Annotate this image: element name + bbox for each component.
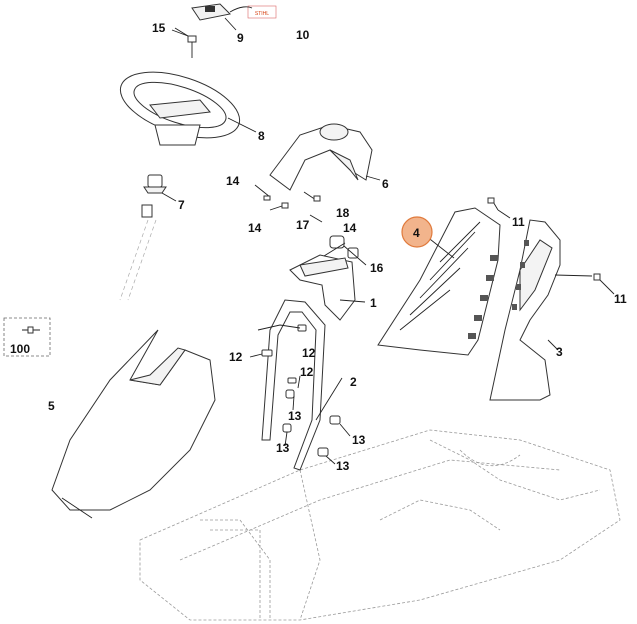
label-9: 9 xyxy=(237,31,244,45)
leader-lines xyxy=(161,17,615,465)
logo-text: STIHL xyxy=(255,11,269,17)
label-13-c: 13 xyxy=(276,441,290,455)
label-100: 100 xyxy=(10,342,30,356)
label-14-a: 14 xyxy=(226,174,240,188)
label-13-a: 13 xyxy=(288,409,302,423)
label-7: 7 xyxy=(178,198,185,212)
label-6: 6 xyxy=(382,177,389,191)
part-15-screw xyxy=(174,27,197,58)
part-12-screws xyxy=(257,324,307,384)
chassis-frame xyxy=(139,429,621,621)
label-1: 1 xyxy=(370,296,377,310)
part-17-bushing xyxy=(329,235,345,249)
part-9-emblem xyxy=(191,3,232,21)
part-6-dash-cover xyxy=(269,123,373,191)
label-14-c: 14 xyxy=(343,221,357,235)
part-4-side-panel xyxy=(377,207,501,356)
label-2: 2 xyxy=(350,375,357,389)
highlight-circle xyxy=(401,216,433,248)
label-15: 15 xyxy=(152,21,166,35)
part-labels: 15 9 10 8 6 7 14 14 18 17 14 16 1 4 11 1… xyxy=(10,21,627,473)
label-4: 4 xyxy=(413,226,420,240)
part-5-lower-cover xyxy=(51,329,216,519)
part-8-steering-wheel xyxy=(119,71,241,146)
part-10-logo-plate: STIHL xyxy=(229,5,277,19)
label-3: 3 xyxy=(556,345,563,359)
label-12-a: 12 xyxy=(229,350,243,364)
label-17: 17 xyxy=(296,218,310,232)
part-2-column-hoop xyxy=(261,299,326,471)
part-100-box xyxy=(3,317,51,357)
label-8: 8 xyxy=(258,129,265,143)
label-16: 16 xyxy=(370,261,384,275)
label-12-b: 12 xyxy=(302,346,316,360)
label-5: 5 xyxy=(48,399,55,413)
steering-shaft-line xyxy=(119,219,149,301)
label-10: 10 xyxy=(296,28,310,42)
label-14-b: 14 xyxy=(248,221,262,235)
label-12-c: 12 xyxy=(300,365,314,379)
part-18-screw xyxy=(303,191,321,202)
part-11-screws xyxy=(487,197,601,281)
label-13-b: 13 xyxy=(352,433,366,447)
part-1-bracket xyxy=(289,254,356,321)
label-11-a: 11 xyxy=(512,215,525,229)
label-11-b: 11 xyxy=(614,292,627,306)
part-3-right-panel xyxy=(489,219,593,401)
part-13-screws xyxy=(282,389,341,457)
label-13-d: 13 xyxy=(336,459,350,473)
label-18: 18 xyxy=(336,206,350,220)
part-14-screws xyxy=(254,184,323,223)
part-7-bushing xyxy=(141,174,167,218)
